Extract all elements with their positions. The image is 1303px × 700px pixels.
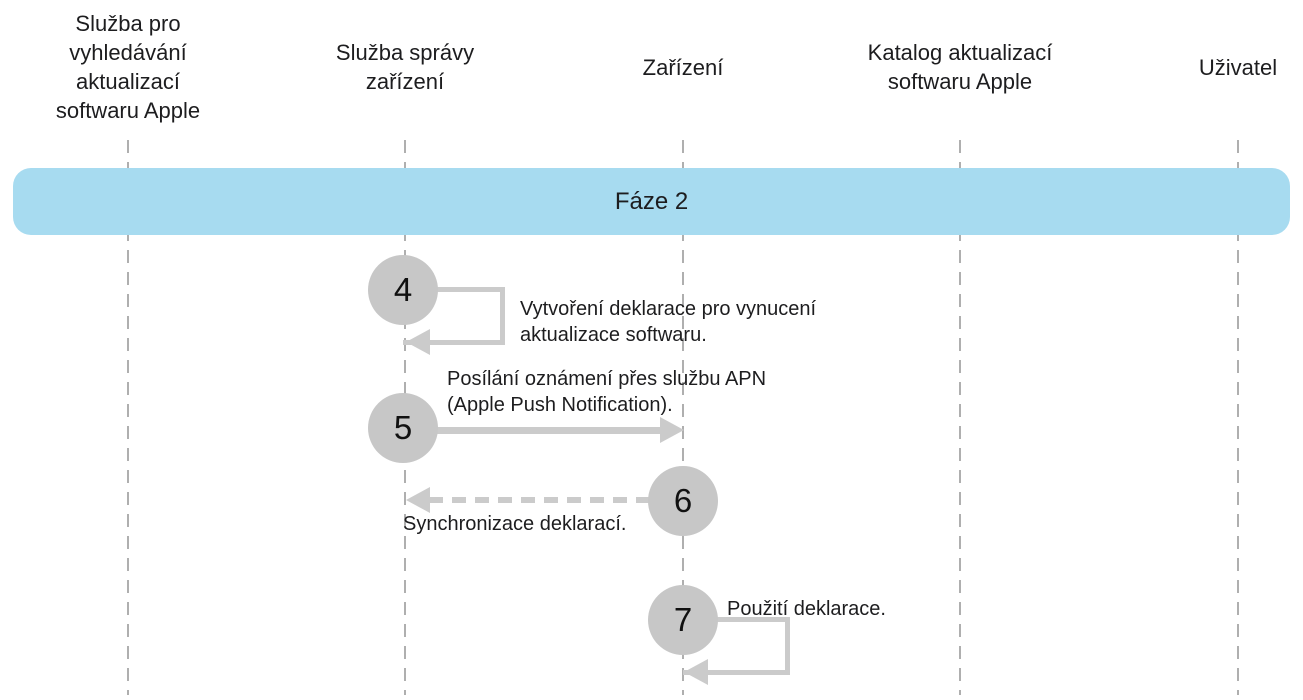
step-7-circle: 7 [648,585,718,655]
step-6-dashed-message-arrow [429,497,650,503]
step-7-label: Použití deklarace. [727,598,886,620]
step-5-circle: 5 [368,393,438,463]
actor-label-update-discovery-service: Služba pro vyhledávání aktualizací softw… [55,11,201,123]
phase-banner-label: Fáze 2 [614,187,689,215]
actor-label-user: Uživatel [1198,54,1278,80]
step-4-label: Vytvoření deklarace pro vynucení aktuali… [520,298,817,346]
actor-label-device-management-service: Služba správy zařízení [335,40,475,94]
step-4-self-loop-arrow [403,287,505,345]
step-7-self-loop-arrow [683,617,790,675]
step-4-circle: 4 [368,255,438,325]
step-7-arrowhead-icon [684,659,708,685]
step-6-circle: 6 [648,466,718,536]
step-6-arrowhead-icon [406,487,430,513]
actor-label-software-update-catalog: Katalog aktualizací softwaru Apple [867,40,1053,94]
step-5-message-arrow [403,427,663,434]
lifeline-user [1237,140,1239,695]
lifeline-software-update-catalog [959,140,961,695]
step-6-label: Synchronizace deklarací. [403,513,627,535]
phase-banner: Fáze 2 [13,168,1290,235]
step-5-arrowhead-icon [660,417,684,443]
step-5-label: Posílání oznámení přes službu APN (Apple… [447,368,767,416]
lifeline-update-discovery-service [127,140,129,695]
step-4-arrowhead-icon [406,329,430,355]
actor-label-device: Zařízení [642,54,724,80]
